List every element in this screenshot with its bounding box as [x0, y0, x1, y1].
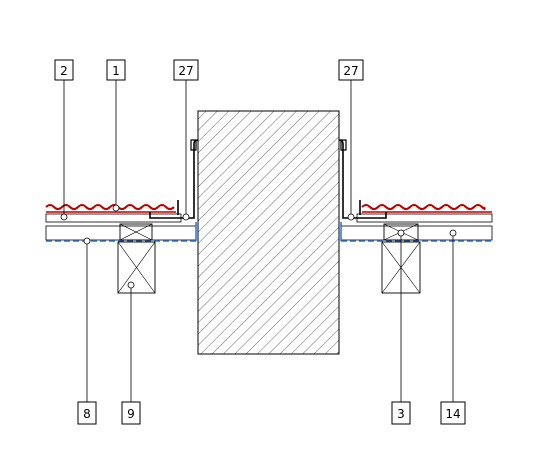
left-beam	[117, 241, 156, 294]
callout-14: 14	[440, 401, 466, 425]
callout-27-left-text: 27	[178, 64, 193, 78]
callout-8: 8	[77, 401, 97, 425]
right-slab	[340, 225, 493, 241]
callout-27-left: 27	[173, 59, 199, 81]
left-batten	[119, 223, 153, 241]
right-roof-build-up	[338, 139, 493, 294]
callout-9-text: 9	[127, 407, 135, 421]
left-slab	[45, 225, 197, 241]
left-flashing	[149, 139, 199, 219]
callout-14-text: 14	[445, 407, 460, 421]
callout-3: 3	[391, 401, 411, 425]
callout-3-text: 3	[397, 407, 405, 421]
right-flashing	[338, 139, 387, 219]
callout-1-text: 1	[112, 64, 120, 78]
right-roofing-sheet	[361, 204, 486, 210]
callout-2-text: 2	[60, 64, 68, 78]
callout-9: 9	[121, 401, 141, 425]
left-roof-build-up	[45, 139, 199, 294]
callout-2: 2	[54, 59, 74, 81]
leaders	[60, 80, 457, 402]
left-roofing-sheet	[45, 204, 175, 210]
callout-27-right: 27	[338, 59, 364, 81]
hatched-wall	[197, 110, 340, 355]
callout-1: 1	[106, 59, 126, 81]
callout-27-right-text: 27	[343, 64, 358, 78]
callout-8-text: 8	[83, 407, 91, 421]
